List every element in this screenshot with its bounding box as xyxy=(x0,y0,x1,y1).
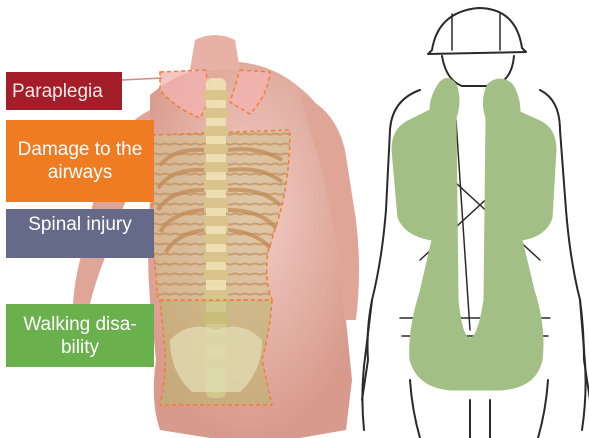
label-walking-disability: Walking disa-bility xyxy=(6,304,154,367)
label-spinal-injury-text: Spinal injury xyxy=(28,213,132,236)
label-paraplegia-text: Paraplegia xyxy=(12,80,103,103)
paraplegia-pointer xyxy=(122,78,162,80)
hard-hat-icon xyxy=(428,8,526,54)
protective-vest xyxy=(392,78,556,390)
label-airways-damage-text: Damage to the airways xyxy=(10,138,150,184)
label-spinal-injury: Spinal injury xyxy=(6,209,154,258)
label-airways-damage: Damage to the airways xyxy=(6,120,154,202)
label-paraplegia: Paraplegia xyxy=(6,72,122,110)
label-walking-disability-text: Walking disa-bility xyxy=(10,313,150,359)
pelvis-bone xyxy=(170,327,262,392)
anatomy-neck xyxy=(190,35,240,70)
